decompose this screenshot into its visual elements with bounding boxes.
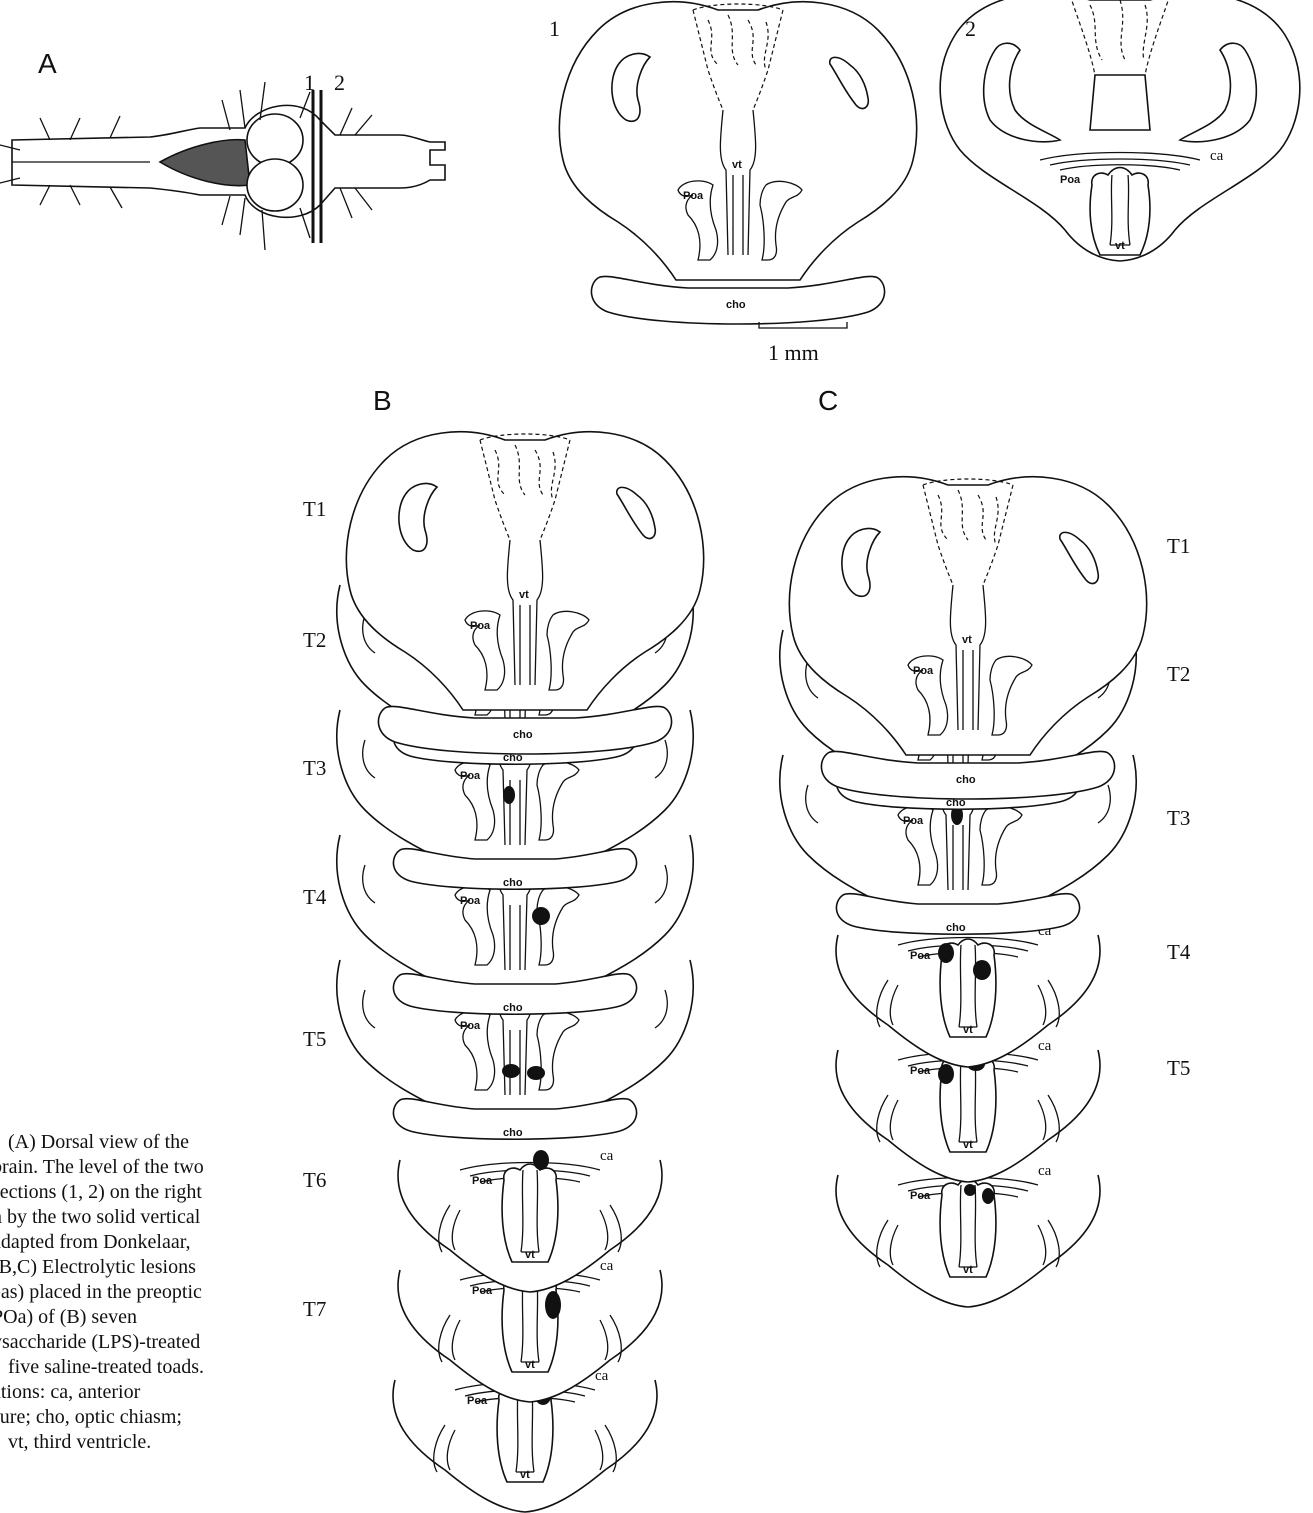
level-label-2: 2: [334, 70, 345, 96]
C-T4-section: [836, 923, 1100, 1067]
caption-line: (A) Dorsal view of the: [0, 1130, 254, 1155]
caption-line: five saline-treated toads.: [0, 1355, 254, 1380]
label-b-t5: T5: [303, 1027, 326, 1052]
C-T5-section-lower: [836, 1163, 1100, 1307]
panel-label-c: C: [818, 385, 838, 417]
caption-line: n by the two solid vertical: [0, 1205, 254, 1230]
series-B: [337, 432, 704, 1512]
label-b-t4: T4: [303, 885, 326, 910]
section-number-2: 2: [965, 16, 976, 42]
series-C: [780, 477, 1147, 1307]
label-b-t3: T3: [303, 756, 326, 781]
label-c-t4: T4: [1167, 940, 1190, 965]
dorsal-brain-view: [0, 82, 445, 250]
caption-line: sure; cho, optic chiasm;: [0, 1405, 254, 1430]
level-label-1: 1: [304, 70, 315, 96]
caption-line: ations: ca, anterior: [0, 1380, 254, 1405]
section-number-1: 1: [549, 16, 560, 42]
section-2: [940, 0, 1300, 261]
caption-line: ysaccharide (LPS)-treated: [0, 1330, 254, 1355]
caption-line: POa) of (B) seven: [0, 1305, 254, 1330]
section-1: [559, 2, 916, 324]
label-c-t3: T3: [1167, 806, 1190, 831]
label-b-t6: T6: [303, 1168, 326, 1193]
label-b-t2: T2: [303, 628, 326, 653]
caption-line: brain. The level of the two: [0, 1155, 254, 1180]
panel-label-a: A: [38, 48, 57, 80]
caption-line: (B,C) Electrolytic lesions: [0, 1255, 254, 1280]
caption-line: adapted from Donkelaar,: [0, 1230, 254, 1255]
figure-caption: (A) Dorsal view of the brain. The level …: [0, 1130, 254, 1455]
label-c-t5: T5: [1167, 1056, 1190, 1081]
caption-line: eas) placed in the preoptic: [0, 1280, 254, 1305]
label-c-t2: T2: [1167, 662, 1190, 687]
caption-line: vt, third ventricle.: [0, 1430, 254, 1455]
panel-label-b: B: [373, 385, 392, 417]
label-c-t1: T1: [1167, 534, 1190, 559]
label-b-t1: T1: [303, 497, 326, 522]
caption-line: sections (1, 2) on the right: [0, 1180, 254, 1205]
label-b-t7: T7: [303, 1297, 326, 1322]
scale-bar-label: 1 mm: [768, 340, 819, 366]
